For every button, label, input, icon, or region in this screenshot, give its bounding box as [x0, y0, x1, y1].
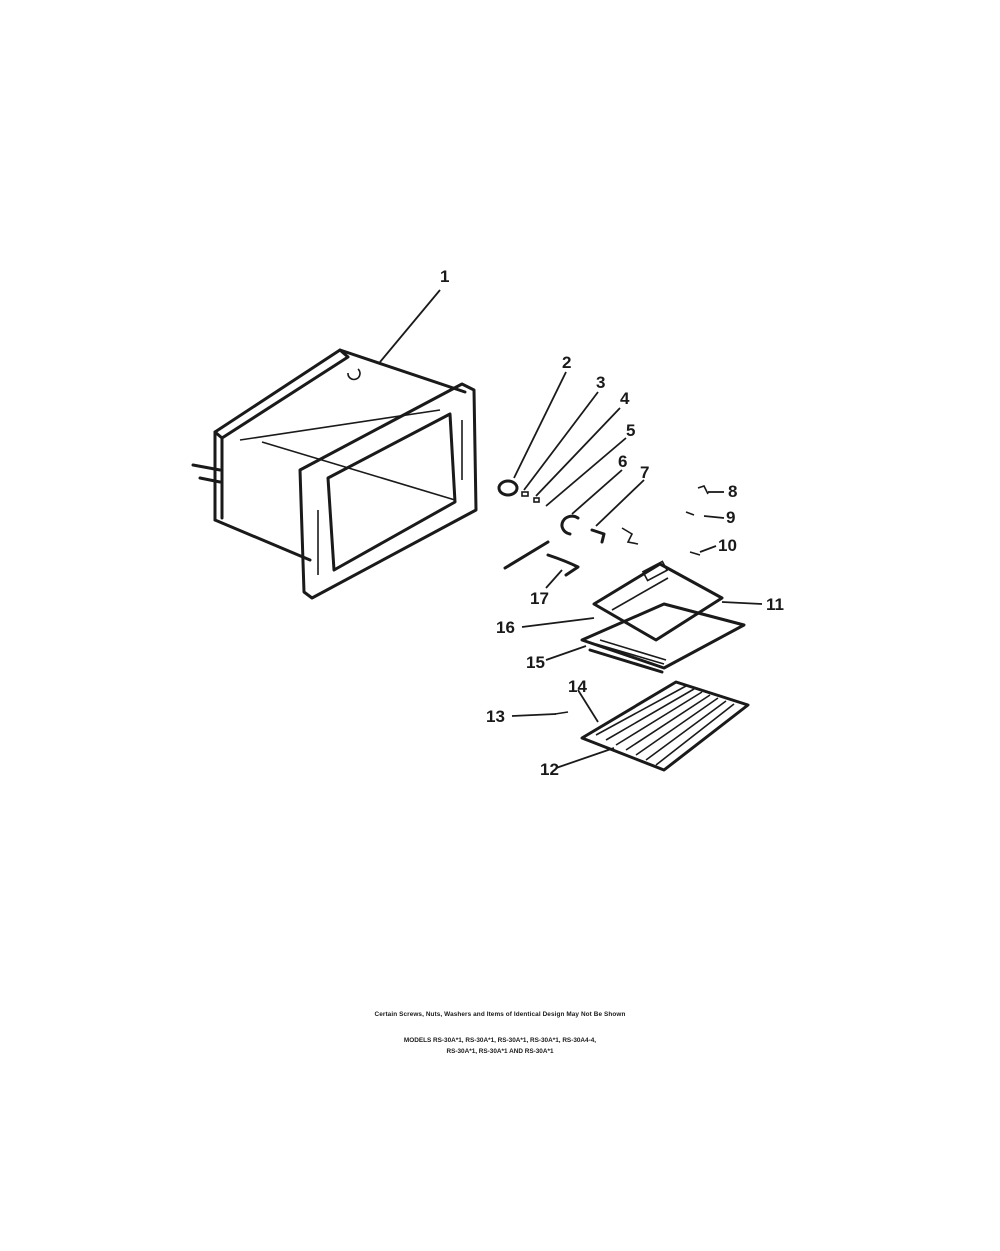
- callout-4: 4: [620, 389, 630, 408]
- callout-15: 15: [526, 653, 545, 672]
- footer-models-line-1: MODELS RS-30A*1, RS-30A*1, RS-30A*1, RS-…: [403, 1037, 597, 1044]
- screw-hardware-parts: [685, 485, 709, 556]
- broiler-pan-part: [580, 602, 746, 674]
- callout-6: 6: [618, 452, 627, 471]
- callout-10: 10: [718, 536, 737, 555]
- lamp-assembly-parts: [497, 479, 639, 577]
- footer-models-line-2: RS-30A*1, RS-30A*1 AND RS-30A*1: [446, 1048, 554, 1055]
- callout-2: 2: [562, 353, 571, 372]
- callout-3: 3: [596, 373, 605, 392]
- footer-disclaimer: Certain Screws, Nuts, Washers and Items …: [374, 1011, 626, 1018]
- callout-numbers: 1 2 3 4 5 6 7 8 9 10 11 12 13 14 15 16 1…: [440, 267, 784, 779]
- callout-9: 9: [726, 508, 735, 527]
- callout-5: 5: [626, 421, 635, 440]
- footer-model-list: MODELS RS-30A*1, RS-30A*1, RS-30A*1, RS-…: [250, 1035, 750, 1057]
- callout-8: 8: [728, 482, 737, 501]
- oven-rack-part: [554, 680, 750, 772]
- oven-liner-part: [191, 348, 478, 600]
- callout-16: 16: [496, 618, 515, 637]
- callout-14: 14: [568, 677, 587, 696]
- callout-7: 7: [640, 463, 649, 482]
- leader-lines: [379, 289, 763, 769]
- callout-1: 1: [440, 267, 449, 286]
- callout-17: 17: [530, 589, 549, 608]
- callout-11: 11: [766, 595, 784, 614]
- callout-13: 13: [486, 707, 505, 726]
- broiler-panel-part: [592, 560, 724, 642]
- callout-12: 12: [540, 760, 559, 779]
